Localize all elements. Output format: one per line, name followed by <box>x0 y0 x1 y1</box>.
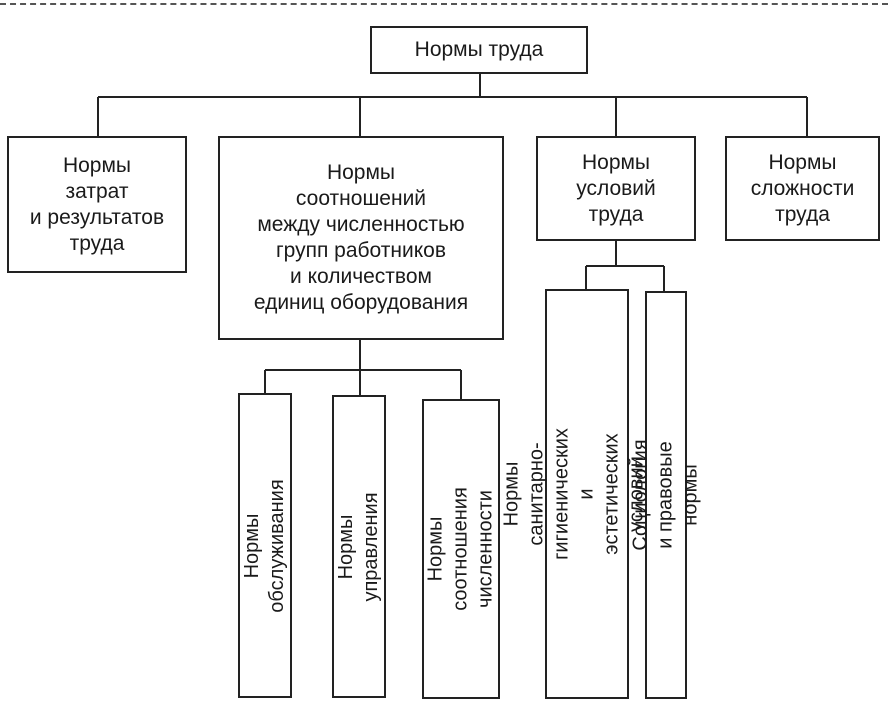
leaf-node-2-label: Нормы управления <box>335 491 382 602</box>
leaf-node-4: Нормы санитарно-гигиенических и эстетиче… <box>501 289 673 699</box>
category-node-2: Нормы соотношений между численностью гру… <box>218 136 504 340</box>
root-node: Нормы труда <box>370 26 588 74</box>
leaf-node-1: Нормы обслуживания <box>238 393 292 698</box>
category-node-1: Нормы затрат и результатов труда <box>7 136 187 273</box>
category-node-4-label: Нормы сложности труда <box>750 150 855 226</box>
category-node-2-label: Нормы соотношений между численностью гру… <box>253 161 469 314</box>
root-node-label: Нормы труда <box>414 38 544 61</box>
leaf-node-2: Нормы управления <box>332 395 386 698</box>
leaf-node-3-label: Нормы соотношения численности <box>424 487 497 611</box>
leaf-node-5: Социология и правовые нормы <box>630 291 702 699</box>
leaf-node-3: Нормы соотношения численности <box>422 399 500 699</box>
leaf-node-1-label: Нормы обслуживания <box>241 478 288 613</box>
category-node-1-label: Нормы затрат и результатов труда <box>29 153 165 255</box>
category-node-3-label: Нормы условий труда <box>576 150 656 226</box>
top-border-rule <box>0 3 888 5</box>
leaf-node-5-label: Социология и правовые нормы <box>629 439 702 551</box>
category-node-3: Нормы условий труда <box>536 136 696 241</box>
category-node-4: Нормы сложности труда <box>725 136 880 241</box>
